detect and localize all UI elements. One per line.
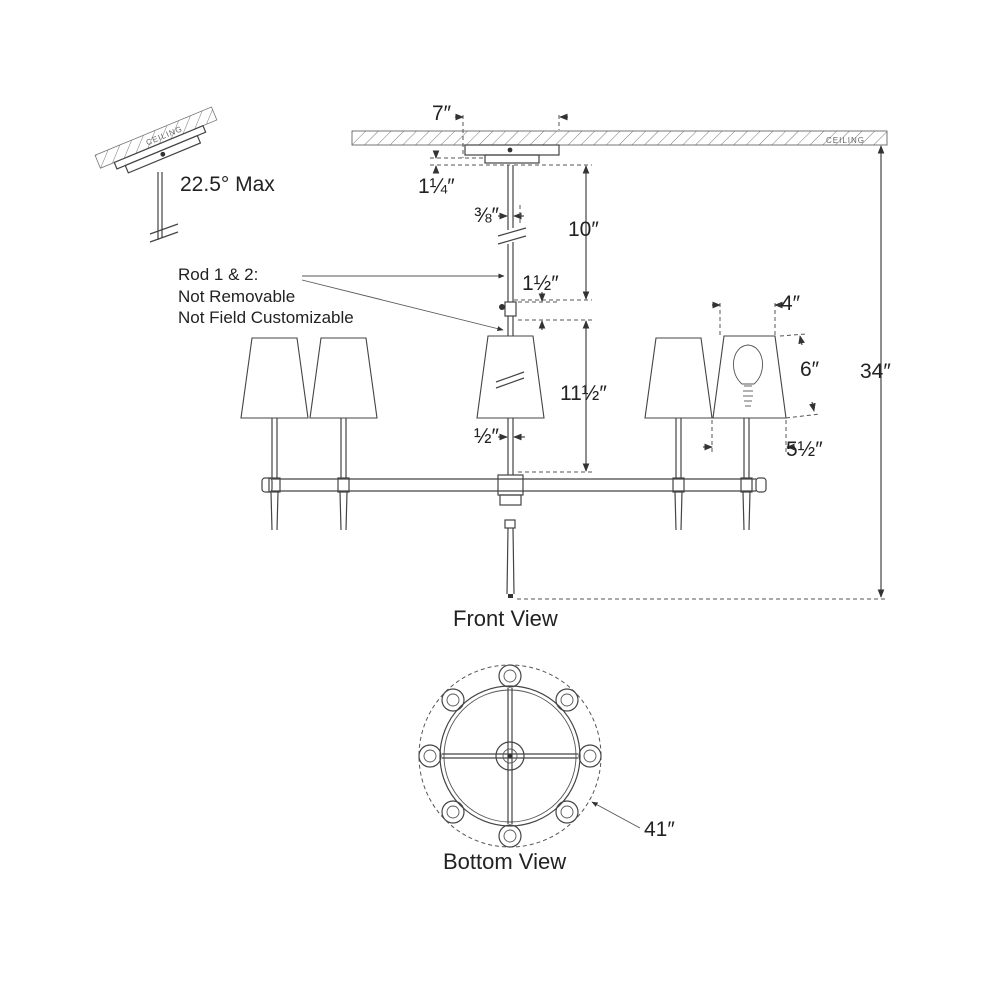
rod-2-length-value: 11½″ bbox=[560, 382, 607, 405]
dim-stem-offset: ½″ bbox=[474, 425, 525, 448]
bottom-view-caption: Bottom View bbox=[443, 849, 566, 874]
bottom-socket bbox=[578, 744, 602, 768]
dim-rod-1-length: 10″ bbox=[514, 164, 599, 301]
shade-height-value: 6″ bbox=[800, 358, 820, 381]
shade-1 bbox=[240, 337, 309, 419]
ceiling-label: CEILING bbox=[826, 136, 865, 145]
shades bbox=[240, 335, 787, 419]
stem-coupling bbox=[504, 301, 517, 317]
dim-shade-height: 6″ bbox=[779, 333, 821, 419]
rod-1-length-value: 10″ bbox=[568, 218, 599, 241]
dim-shade-bottom: 5½″ bbox=[703, 420, 823, 461]
shade-4 bbox=[644, 337, 713, 419]
dim-rod-2-length: 11½″ bbox=[518, 319, 607, 473]
canopy bbox=[464, 144, 560, 164]
bottom-socket bbox=[441, 688, 465, 712]
connector-value: 1½″ bbox=[522, 272, 559, 295]
dim-canopy-height: 1¼″ bbox=[418, 150, 510, 198]
rod-note: Rod 1 & 2: Not Removable Not Field Custo… bbox=[178, 265, 505, 332]
arm-columns bbox=[268, 418, 753, 531]
bottom-socket bbox=[498, 824, 522, 848]
rod-note-line-3: Not Field Customizable bbox=[178, 308, 354, 327]
dim-connector: 1½″ bbox=[518, 272, 560, 330]
ceiling: CEILING bbox=[351, 130, 888, 146]
shade-2 bbox=[309, 337, 378, 419]
bottom-socket bbox=[418, 744, 442, 768]
overall-diameter-value: 41″ bbox=[644, 818, 675, 841]
dim-canopy-width: 7″ bbox=[432, 102, 568, 158]
front-view-caption: Front View bbox=[453, 606, 558, 631]
bottom-socket bbox=[555, 800, 579, 824]
tilt-max-label: 22.5° Max bbox=[180, 173, 275, 196]
rod-note-line-2: Not Removable bbox=[178, 287, 295, 306]
dim-overall-height: 34″ bbox=[517, 145, 891, 600]
dim-rod-diameter: ⅜″ bbox=[474, 204, 524, 227]
dim-shade-top: 4″ bbox=[712, 292, 801, 336]
bottom-socket bbox=[441, 800, 465, 824]
canopy-width-value: 7″ bbox=[432, 102, 452, 125]
overall-height-value: 34″ bbox=[860, 360, 891, 383]
shade-top-value: 4″ bbox=[781, 292, 801, 315]
rod-diameter-value: ⅜″ bbox=[474, 204, 500, 227]
rod-note-line-1: Rod 1 & 2: bbox=[178, 265, 258, 284]
tilt-detail: CEILING 22.5° Max bbox=[94, 106, 275, 243]
arm-bar bbox=[261, 474, 767, 506]
bottom-socket bbox=[498, 664, 522, 688]
stem-offset-value: ½″ bbox=[474, 425, 500, 448]
canopy-height-value: 1¼″ bbox=[418, 175, 455, 198]
bulb-icon bbox=[733, 344, 763, 407]
shade-bottom-value: 5½″ bbox=[786, 438, 823, 461]
bottom-socket bbox=[555, 688, 579, 712]
bottom-view: 41″ bbox=[418, 664, 675, 848]
